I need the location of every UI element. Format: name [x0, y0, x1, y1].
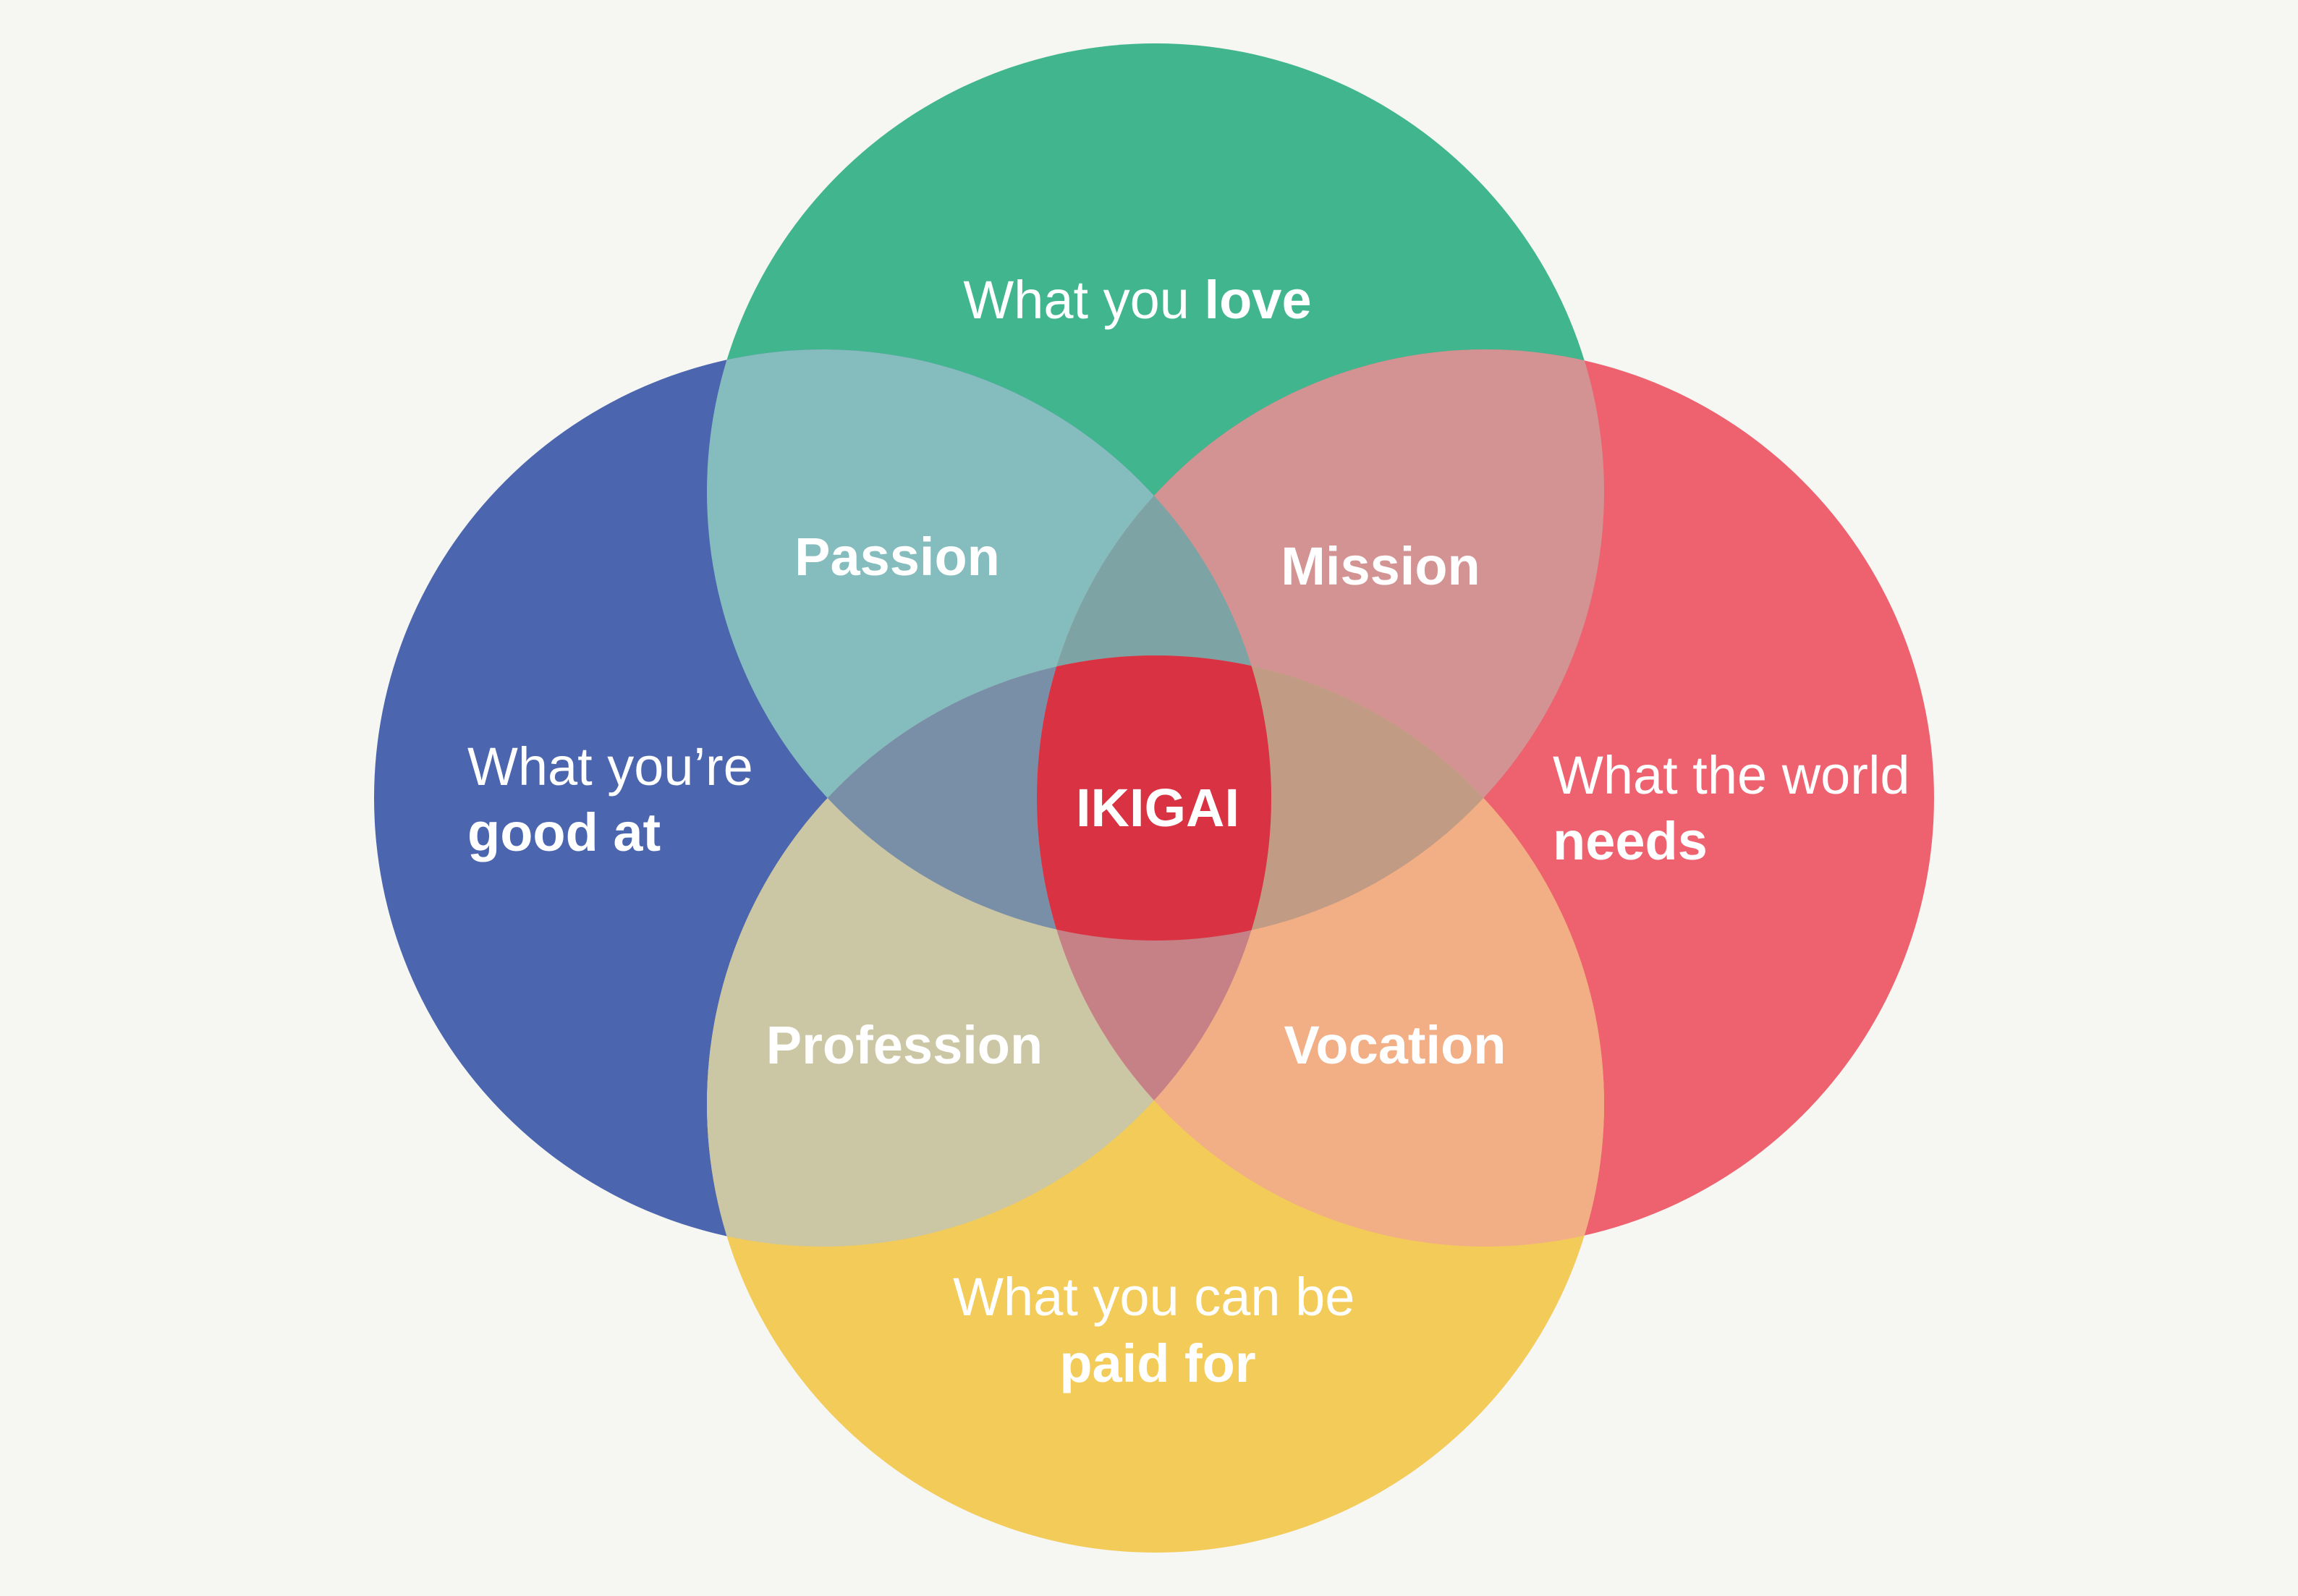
label-profession: Profession	[766, 1015, 1043, 1075]
label-what-youre-good-at: What you’re good at	[467, 737, 756, 862]
label-vocation: Vocation	[1284, 1015, 1506, 1075]
label-what-the-world-needs: What the world needs	[1553, 745, 1913, 871]
label-ikigai: IKIGAI	[1076, 778, 1239, 838]
overlap-love-world-paid	[1037, 655, 1604, 941]
overlap-love-good-paid	[707, 655, 1271, 941]
label-what-you-can-be-paid-for: What you can be paid for	[953, 1267, 1358, 1393]
label-passion: Passion	[794, 527, 1000, 587]
label-what-you-love: What you love	[963, 270, 1311, 330]
label-mission: Mission	[1281, 536, 1480, 596]
